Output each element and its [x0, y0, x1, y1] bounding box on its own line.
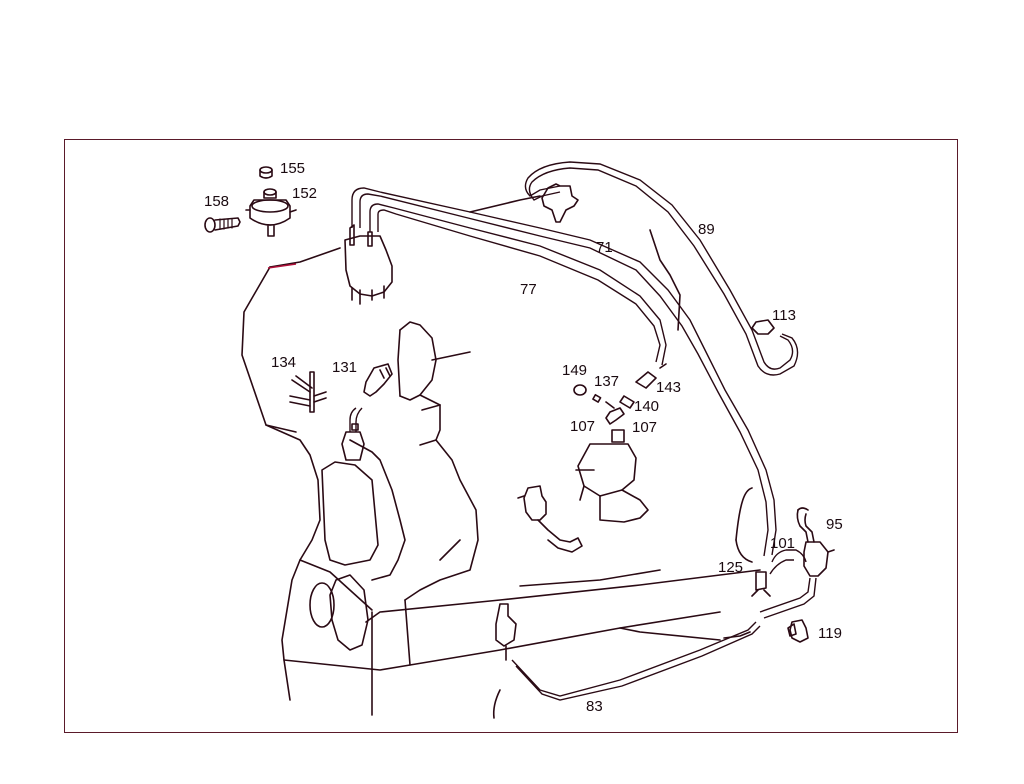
- right-valve-cluster: [751, 507, 835, 643]
- hose-89: [524, 161, 799, 376]
- part-labels: 155 152 158 89 71 77 113 134 131 149 137…: [204, 160, 843, 715]
- label-131: 131: [332, 359, 357, 376]
- label-152: 152: [292, 185, 317, 202]
- part-158-screw: [204, 217, 241, 233]
- label-101: 101: [770, 535, 795, 552]
- label-71: 71: [596, 239, 613, 256]
- part-155-cap: [259, 166, 273, 179]
- engine-block: [241, 195, 761, 719]
- label-155: 155: [280, 160, 305, 177]
- hose-71-77: [351, 187, 777, 557]
- label-158: 158: [204, 193, 229, 210]
- label-140: 140: [634, 398, 659, 415]
- hose-83: [495, 603, 761, 701]
- label-149: 149: [562, 362, 587, 379]
- part-152-vacuum-unit: [245, 188, 297, 237]
- label-77: 77: [520, 281, 537, 298]
- label-107-left: 107: [570, 418, 595, 435]
- upper-left-valve: [344, 224, 393, 305]
- label-119: 119: [818, 625, 842, 642]
- label-137: 137: [594, 373, 619, 390]
- label-134: 134: [271, 354, 296, 371]
- lower-center-valve: [517, 485, 583, 553]
- label-107-right: 107: [632, 419, 657, 436]
- label-83: 83: [586, 698, 603, 715]
- label-113: 113: [772, 307, 796, 324]
- diagram-frame: [64, 139, 958, 733]
- label-125: 125: [718, 559, 743, 576]
- label-89: 89: [698, 221, 715, 238]
- center-valve-cluster: [573, 363, 667, 523]
- part-134-tee: [289, 371, 327, 413]
- label-143: 143: [656, 379, 681, 396]
- part-131-connector: [341, 363, 393, 461]
- label-95: 95: [826, 516, 843, 533]
